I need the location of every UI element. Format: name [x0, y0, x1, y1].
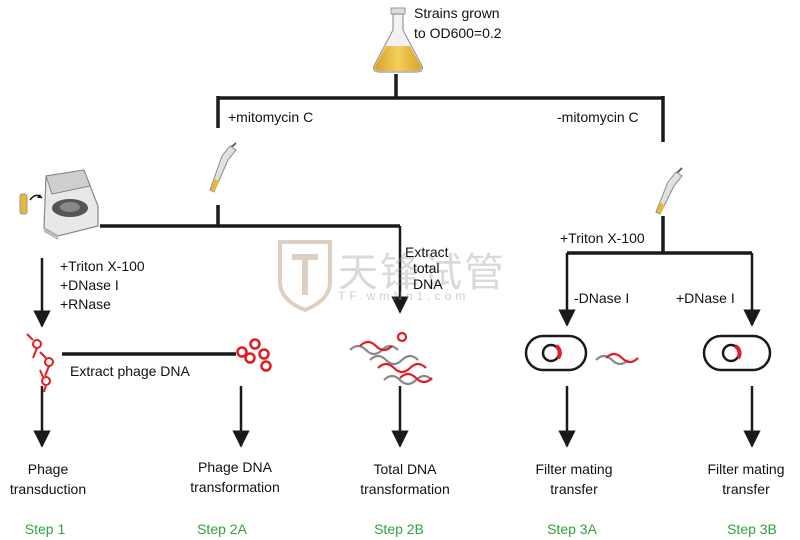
minus-mitomycin-label: -mitomycin C	[557, 109, 639, 125]
step-2a-label: Step 2A	[197, 521, 247, 537]
rnase-label-left: +RNase	[60, 296, 111, 312]
dnase-label-left: +DNase I	[60, 277, 119, 293]
extract-total-label-3: DNA	[413, 276, 443, 292]
extract-total-label-1: Extract	[405, 244, 449, 260]
step-1-label: Step 1	[24, 521, 66, 537]
outcome-3b-line1: Filter mating	[707, 461, 785, 477]
watermark-url: TF.wmNn1.com	[338, 289, 470, 303]
triton-label-right: +Triton X-100	[560, 230, 645, 246]
minus-dnase-label: -DNase I	[574, 290, 630, 306]
pipette-icon-right	[655, 167, 683, 215]
start-label-line2: to OD600=0.2	[414, 25, 502, 41]
outcome-1-line2: transduction	[9, 481, 87, 497]
plus-mitomycin-label: +mitomycin C	[228, 109, 314, 125]
step-2b-label: Step 2B	[374, 521, 424, 537]
outcome-2b-line1: Total DNA	[373, 461, 437, 477]
flask-icon	[373, 7, 423, 73]
cell-icon-3a	[524, 334, 639, 372]
phage-dna-circles-icon	[236, 338, 272, 372]
phage-particles-icon	[26, 333, 54, 393]
extract-total-label-2: total	[413, 260, 440, 276]
step-3a-label: Step 3A	[547, 521, 597, 537]
tree-lines	[62, 74, 752, 356]
watermark-logo	[278, 240, 332, 313]
triton-label-left: +Triton X-100	[60, 258, 145, 274]
outcome-2a-line2: transformation	[190, 479, 280, 495]
outcome-2b-line2: transformation	[360, 481, 450, 497]
cell-icon-3b	[702, 334, 772, 372]
watermark-text: 天锋试管	[338, 250, 506, 296]
step-3b-label: Step 3B	[727, 521, 777, 537]
centrifuge-icon	[19, 169, 99, 240]
arrows	[33, 226, 761, 448]
outcome-1-line1: Phage	[27, 461, 69, 477]
outcome-3a-line2: transfer	[550, 481, 598, 497]
pipette-icon-left	[209, 142, 237, 193]
extract-phage-label: Extract phage DNA	[70, 363, 190, 379]
total-dna-icon	[349, 331, 433, 386]
start-label-line1: Strains grown	[414, 5, 500, 21]
plus-dnase-label: +DNase I	[676, 290, 735, 306]
outcome-3a-line1: Filter mating	[535, 461, 613, 477]
outcome-3b-line2: transfer	[722, 481, 770, 497]
outcome-2a-line1: Phage DNA	[198, 459, 272, 475]
